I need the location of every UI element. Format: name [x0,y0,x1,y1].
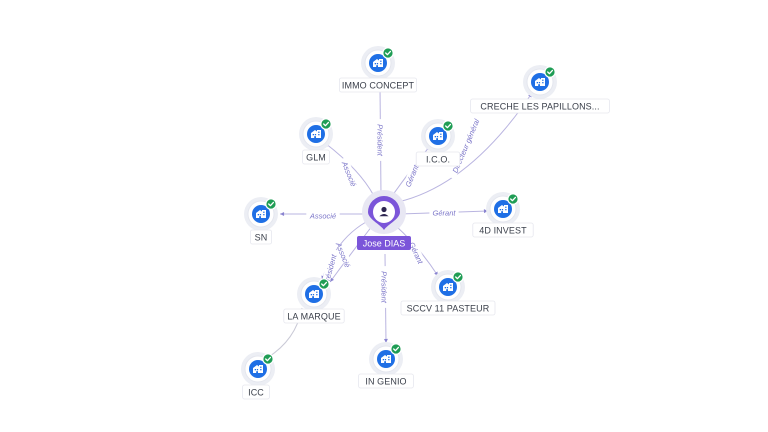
node-label-box [470,98,610,114]
center-label-box [357,236,411,250]
company-node-ico[interactable]: I.C.O. [415,119,461,167]
company-node-glm[interactable]: GLM [299,117,333,165]
check-icon [442,120,454,132]
node-label-box [358,373,414,389]
node-label: ICC [248,388,264,398]
check-icon [262,353,274,365]
edge-label-bg [429,208,459,216]
edge-glm: Associé [324,142,375,197]
center-node[interactable]: Jose DIAS [357,190,411,250]
company-node-icc[interactable]: ICC [241,352,275,400]
node-label: SCCV 11 PASTEUR [407,304,490,314]
check-icon [382,47,394,59]
edge-line [397,92,533,203]
building-icon [311,130,321,138]
node-label-box [472,222,534,238]
building-icon [256,210,266,218]
edge-ingenio: Président [380,253,389,344]
building-icon [535,78,545,86]
nodes-layer: IMMO CONCEPT CRECHE LES PAPILLONS... GLM I.… [241,46,610,400]
edge-label: Gérant [433,209,457,218]
building-icon [498,205,508,213]
person-icon [379,206,389,217]
edge-label: Associé [309,212,336,221]
node-label-box [283,308,345,324]
edge-arrow [383,338,388,343]
check-icon [452,271,464,283]
company-node-sccv[interactable]: SCCV 11 PASTEUR [400,270,496,316]
company-node-4d[interactable]: 4D INVEST [472,192,534,238]
center-label: Jose DIAS [363,238,406,248]
edge-line [324,142,375,197]
edge-label-bg [401,160,421,191]
node-label-box [249,229,272,245]
edge-arrow [330,277,334,282]
edge-label: Gérant [404,163,421,188]
company-node-creche[interactable]: CRECHE LES PAPILLONS... [470,65,610,114]
node-label-box [242,384,270,400]
company-node-ingenio[interactable]: IN GENIO [358,342,414,389]
edge-label-bg [377,119,385,161]
node-label-box [400,300,496,316]
edge-line [329,225,373,283]
check-icon [320,118,332,130]
node-label: LA MARQUE [287,312,340,322]
building-icon [373,59,383,67]
node-label-box [338,77,417,93]
edge-sccv: Gérant [395,225,439,277]
building-icon [433,132,443,140]
edge-label: Président [380,271,389,304]
node-label: 4D INVEST [479,226,527,236]
check-icon [507,193,519,205]
node-label: IN GENIO [365,377,406,387]
node-label-box [302,149,330,165]
edge-label: Président [376,124,385,157]
node-label-box [415,151,461,167]
node-label: IMMO CONCEPT [342,81,415,91]
company-node-immo[interactable]: IMMO CONCEPT [338,46,417,93]
node-label: I.C.O. [426,155,450,165]
edge-label: Associé [340,159,359,188]
edge-4d: Gérant [399,208,489,218]
edge-sn: Associé [280,211,368,221]
check-icon [390,343,402,355]
edge-immo: Président [376,85,385,197]
edge-label-bg [339,156,360,191]
building-icon [309,290,319,298]
check-icon [544,66,556,78]
edge-label-bg [306,211,340,219]
node-label: GLM [306,153,326,163]
building-icon [253,365,263,373]
building-icon [381,355,391,363]
node-label: CRECHE LES PAPILLONS... [480,102,599,112]
building-icon [443,283,453,291]
edge-label-bg [381,266,389,308]
company-node-lamarque[interactable]: LA MARQUE [283,277,345,324]
check-icon [318,278,330,290]
edge-arrow [280,212,285,216]
company-node-sn[interactable]: SN [244,197,278,245]
node-label: SN [255,233,268,243]
check-icon [265,198,277,210]
edge-label-bg [407,237,427,268]
edge-arrow [483,209,488,214]
